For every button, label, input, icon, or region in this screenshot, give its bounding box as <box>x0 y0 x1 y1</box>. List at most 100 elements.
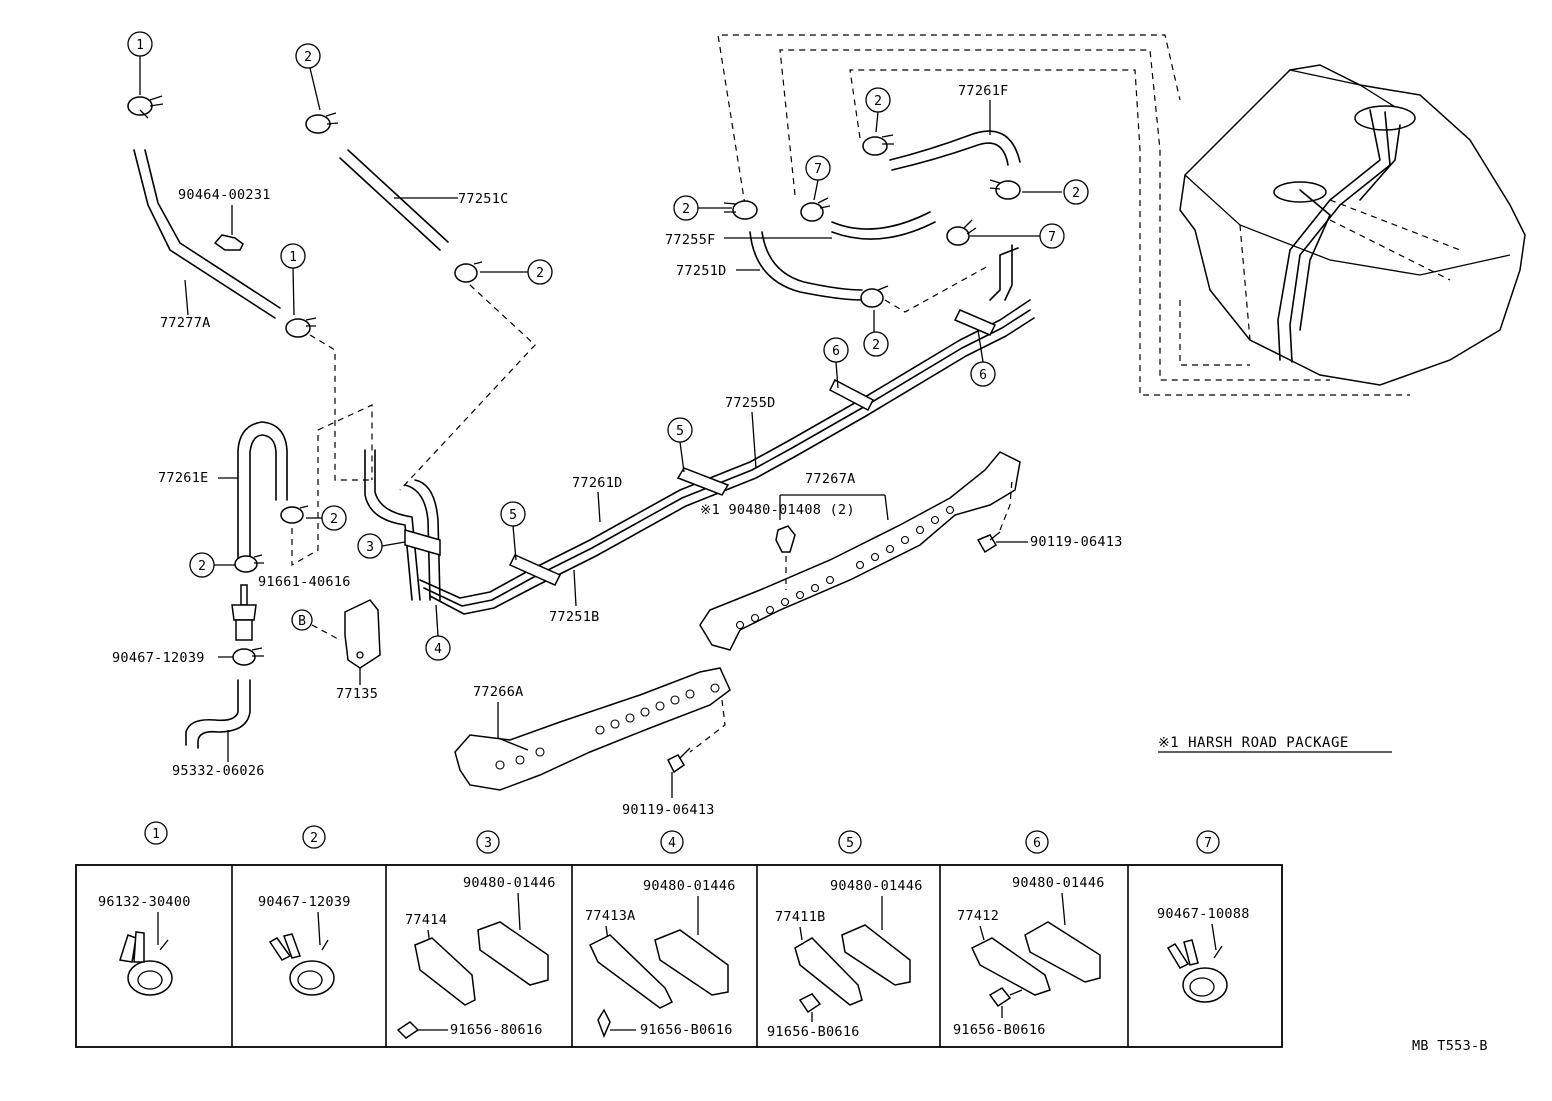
legend-4-clip: 90480-01446 <box>643 878 736 894</box>
legend-num-3: 3 <box>484 836 492 851</box>
label-77135: 77135 <box>336 686 378 702</box>
protector-77267A <box>699 451 1021 651</box>
legend-1-part: 96132-30400 <box>98 894 191 910</box>
ref-b: B <box>298 614 306 629</box>
label-77251D: 77251D <box>676 263 727 279</box>
callout-4: 4 <box>434 642 442 657</box>
clamp-2-f <box>862 134 894 156</box>
legend-3-bracket: 77414 <box>405 912 447 928</box>
label-77261F: 77261F <box>958 83 1009 99</box>
legend-num-5-circle <box>838 830 862 854</box>
hose-77277A <box>133 149 276 319</box>
legend-clamp-7 <box>1166 939 1228 1003</box>
legend-num-6: 6 <box>1033 836 1041 851</box>
callout-2d: 2 <box>198 559 206 574</box>
legend-clamp-1 <box>119 931 173 996</box>
fuel-tank <box>1179 64 1526 386</box>
callout-7a: 7 <box>814 162 822 177</box>
callout-3: 3 <box>366 540 374 555</box>
callout-2c: 2 <box>330 512 338 527</box>
bracket-77135 <box>344 599 381 669</box>
legend-3-parts <box>396 921 549 1039</box>
hose-77251C <box>339 157 441 251</box>
label-90119-a: 90119-06413 <box>1030 534 1123 550</box>
harsh-road-note: ※1 HARSH ROAD PACKAGE <box>1158 735 1349 751</box>
callout-2b-circle <box>527 259 553 285</box>
callout-1: 1 <box>136 38 144 53</box>
label-77261E: 77261E <box>158 470 209 486</box>
callout-2h: 2 <box>872 338 880 353</box>
clip-90480-01408 <box>775 525 796 553</box>
label-90119-b: 90119-06413 <box>622 802 715 818</box>
clamp-2-e <box>234 554 264 573</box>
legend-5-parts <box>794 924 911 1014</box>
clamp-90467 <box>232 647 264 666</box>
legend-table <box>75 864 1283 1048</box>
legend-num-1-circle <box>144 821 168 845</box>
clamp-2-d <box>280 505 309 524</box>
protector-77266A <box>454 667 731 791</box>
callout-5b: 5 <box>676 424 684 439</box>
legend-num-1: 1 <box>152 827 160 842</box>
label-90464: 90464-00231 <box>178 187 271 203</box>
clamp-2-i <box>860 285 889 308</box>
label-77266A: 77266A <box>473 684 524 700</box>
label-77251B: 77251B <box>549 609 600 625</box>
bolt-90119-b <box>666 747 691 774</box>
hose-77251D <box>749 231 863 301</box>
callout-6b: 6 <box>979 368 987 383</box>
legend-3-clip: 90480-01446 <box>463 875 556 891</box>
bolt-90119-a <box>976 531 1001 554</box>
clamp-7-b <box>946 219 977 246</box>
legend-3-bolt: 91656-80616 <box>450 1022 543 1038</box>
hose-95332 <box>185 679 239 746</box>
callout-5a: 5 <box>509 508 517 523</box>
clamp-2-h <box>989 179 1021 200</box>
hose-77261E <box>237 421 288 566</box>
callout-7b: 7 <box>1048 230 1056 245</box>
tank-leader-lines <box>717 34 1410 396</box>
label-77277A: 77277A <box>160 315 211 331</box>
clamp-2-c <box>454 261 483 283</box>
label-91661: 91661-40616 <box>258 574 351 590</box>
legend-5-bracket: 77411B <box>775 909 826 925</box>
legend-4-bolt: 91656-B0616 <box>640 1022 733 1038</box>
label-95332: 95332-06026 <box>172 763 265 779</box>
label-77267A: 77267A <box>805 471 856 487</box>
legend-num-5: 5 <box>846 836 854 851</box>
legend-6-bolt: 91656-B0616 <box>953 1022 1046 1038</box>
legend-5-bolt: 91656-B0616 <box>767 1024 860 1040</box>
label-77261D: 77261D <box>572 475 623 491</box>
ref-b-circle <box>291 609 313 631</box>
clip-band-5b <box>676 467 730 496</box>
clip-90464 <box>213 234 244 251</box>
legend-7-part: 90467-10088 <box>1157 906 1250 922</box>
clip-band-5a <box>508 554 562 586</box>
callout-2a: 2 <box>304 50 312 65</box>
label-77255D: 77255D <box>725 395 776 411</box>
callout-2g-circle <box>1063 179 1089 205</box>
check-valve <box>231 584 257 641</box>
callout-2g: 2 <box>1072 186 1080 201</box>
legend-6-clip: 90480-01446 <box>1012 875 1105 891</box>
label-90467: 90467-12039 <box>112 650 205 666</box>
legend-num-3-circle <box>476 830 500 854</box>
label-77255F: 77255F <box>665 232 716 248</box>
legend-4-parts <box>589 929 729 1039</box>
callout-2f: 2 <box>682 202 690 217</box>
clamp-top-left <box>127 95 164 119</box>
hose-77255F <box>831 221 936 240</box>
clamp-2-top <box>305 112 339 134</box>
legend-5-clip: 90480-01446 <box>830 878 923 894</box>
legend-num-7-circle <box>1196 830 1220 854</box>
callout-2b: 2 <box>536 266 544 281</box>
callout-1b: 1 <box>289 250 297 265</box>
legend-num-4: 4 <box>668 836 676 851</box>
legend-2-part: 90467-12039 <box>258 894 351 910</box>
legend-num-7: 7 <box>1204 836 1212 851</box>
legend-num-2: 2 <box>310 831 318 846</box>
legend-clamp-2 <box>268 933 335 996</box>
clamp-7-a <box>800 197 831 222</box>
legend-num-2-circle <box>302 825 326 849</box>
callout-6a: 6 <box>832 344 840 359</box>
